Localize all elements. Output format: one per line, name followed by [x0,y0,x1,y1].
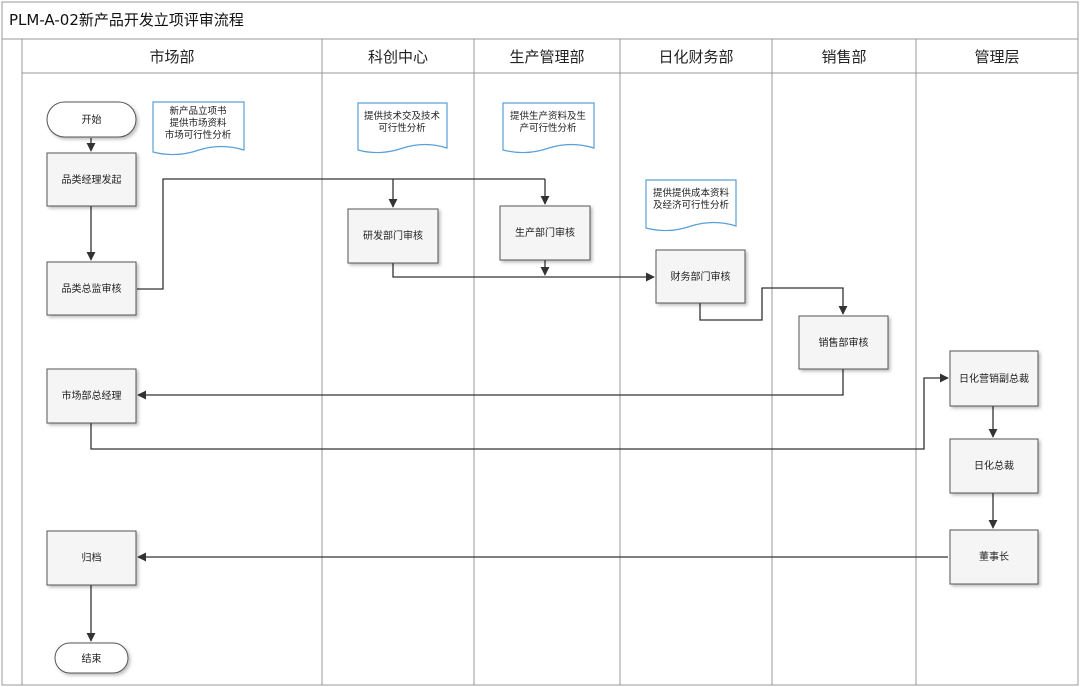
connectors [86,138,998,642]
lane-separators [321,39,917,685]
lane-title-finance: 日化财务部 [658,48,733,66]
left-gutter [1,38,23,686]
node-sales-review-label: 销售部审核 [819,336,869,349]
doc-cost-analysis: 提供提供成本资料 及经济可行性分析 [645,179,737,232]
edge-n7-n8 [90,373,949,450]
doc-market-line-1: 新产品立项书 [169,105,227,117]
node-archive-label: 归档 [82,551,102,564]
lane-header-row [21,38,1079,74]
node-rnd-review: 研发部门审核 [347,208,439,264]
lane-title-production: 生产管理部 [509,48,584,66]
doc-cost-line-1: 提供提供成本资料 [653,187,730,199]
node-category-manager: 品类经理发起 [46,152,137,207]
doc-production-analysis: 提供生产资料及生 产可行性分析 [502,102,595,154]
node-market-gm: 市场部总经理 [46,368,137,424]
doc-tech-line-1: 提供技术交及技术 [364,110,441,122]
node-market-gm-label: 市场部总经理 [62,389,122,402]
node-production-review-label: 生产部门审核 [515,226,575,239]
doc-production-line-1: 提供生产资料及生 [510,110,587,122]
start-label: 开始 [82,113,102,126]
node-category-director: 品类总监审核 [46,261,137,316]
node-archive: 归档 [46,530,137,586]
doc-tech-analysis: 提供技术交及技术 可行性分析 [357,102,448,154]
node-sales-review: 销售部审核 [798,315,889,370]
doc-market-line-2: 提供市场资料 [169,117,227,129]
doc-production-line-2: 产可行性分析 [519,122,577,134]
node-president-label: 日化总裁 [974,459,1014,472]
lane-title-market: 市场部 [149,48,194,66]
end-terminator: 结束 [54,642,129,674]
document-shapes: 新产品立项书 提供市场资料 市场可行性分析 提供技术交及技术 可行性分析 提供生… [152,101,737,232]
process-nodes: 品类经理发起 品类总监审核 研发部门审核 生产部门审核 财务部门审核 销售部审核 [46,152,1039,586]
edge-n2-branch [137,178,545,290]
node-finance-review-label: 财务部门审核 [671,270,731,283]
doc-cost-line-2: 及经济可行性分析 [653,199,730,211]
node-rnd-review-label: 研发部门审核 [363,229,423,242]
node-chairman-label: 董事长 [979,550,1009,563]
node-production-review: 生产部门审核 [499,205,591,261]
edge-n3-n5 [392,263,655,282]
doc-market-line-3: 市场可行性分析 [165,129,232,141]
node-category-director-label: 品类总监审核 [62,282,122,295]
doc-market-materials: 新产品立项书 提供市场资料 市场可行性分析 [152,101,245,156]
lane-title-management: 管理层 [974,48,1019,66]
node-marketing-vp-label: 日化营销副总裁 [959,372,1029,385]
lane-title-sales: 销售部 [821,48,866,66]
node-finance-review: 财务部门审核 [655,249,746,304]
end-label: 结束 [82,652,102,665]
start-terminator: 开始 [46,101,137,138]
doc-tech-line-2: 可行性分析 [378,122,426,134]
node-marketing-vp: 日化营销副总裁 [949,350,1039,407]
edge-n6-n7 [137,369,844,400]
node-president: 日化总裁 [949,438,1039,494]
diagram-title: PLM-A-02新产品开发立项评审流程 [9,11,244,29]
node-category-manager-label: 品类经理发起 [62,173,122,186]
title-bar [1,1,1079,40]
lane-title-rnd: 科创中心 [368,48,428,66]
edge-n5-n6 [699,287,848,321]
node-chairman: 董事长 [949,529,1039,585]
